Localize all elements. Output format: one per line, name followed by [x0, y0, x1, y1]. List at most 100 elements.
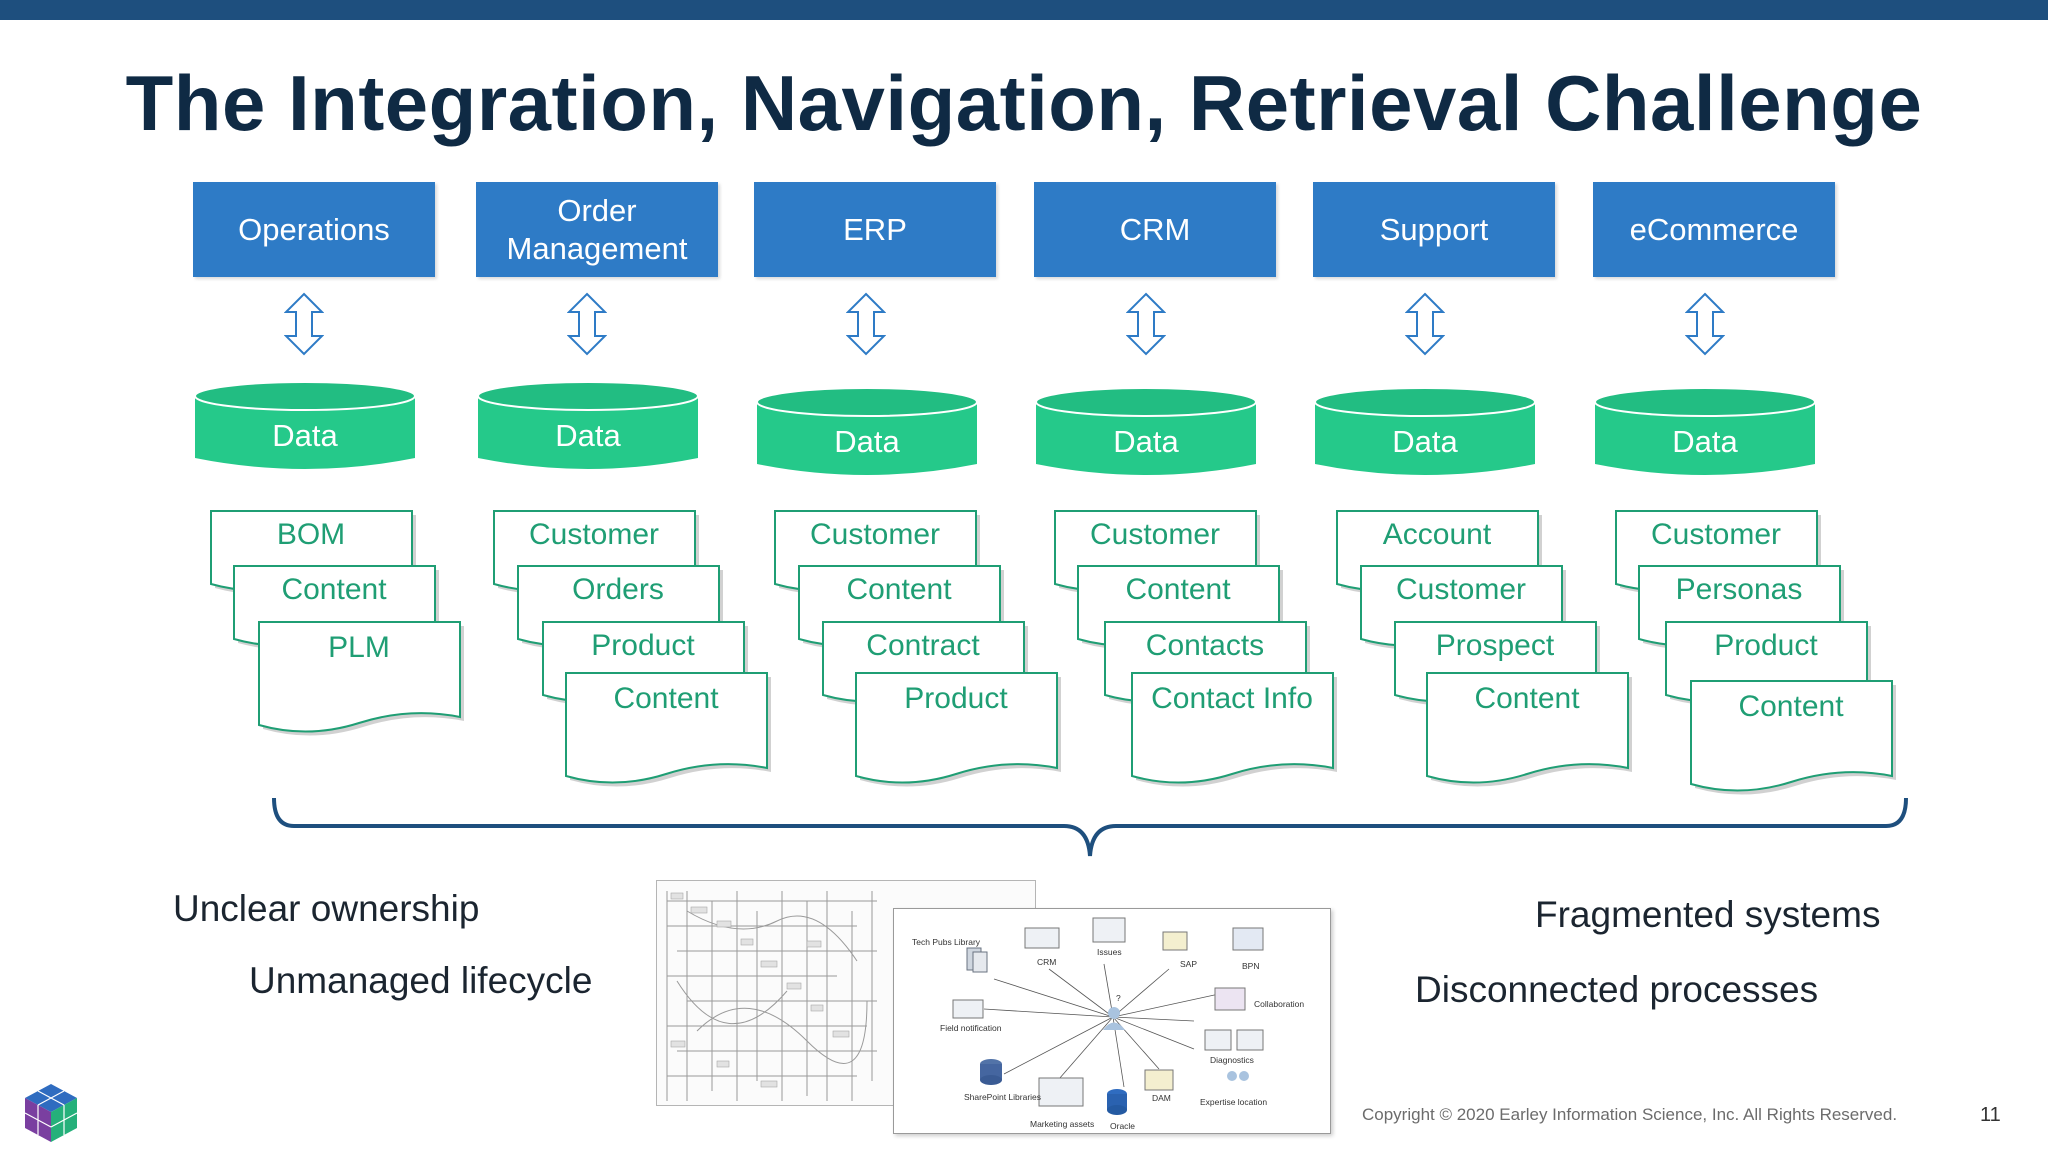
document-label: Product	[1714, 629, 1818, 662]
challenge-fragmented-systems: Fragmented systems	[1535, 894, 1881, 935]
document-label: Orders	[572, 573, 664, 606]
document-page: PLM	[258, 621, 466, 741]
data-cylinder	[1594, 387, 1816, 475]
document-shape	[258, 621, 464, 736]
document-label: Personas	[1675, 573, 1803, 606]
people-icon	[1227, 1071, 1249, 1081]
document-label: Contract	[866, 629, 980, 662]
diagram-connectors	[983, 963, 1220, 1088]
document-shape	[1426, 672, 1632, 787]
double-arrow-icon	[846, 292, 886, 356]
document-label: Customer	[528, 518, 660, 551]
diagram-label-expertise: Expertise location	[1200, 1097, 1268, 1107]
data-cylinder	[756, 387, 978, 475]
document-page: Product	[855, 672, 1063, 792]
company-logo-icon	[24, 1084, 78, 1142]
document-label: Customer	[1395, 573, 1527, 606]
document-label: Contact Info	[1151, 682, 1313, 715]
diagram-label-tech-pubs: Tech Pubs Library	[912, 937, 981, 947]
screen-icon	[1024, 927, 1060, 949]
user-icon	[1103, 1007, 1125, 1030]
double-arrow-icon	[284, 292, 324, 356]
system-box-erp: ERP	[754, 182, 996, 277]
document-label: Content	[613, 682, 719, 715]
screen-icon	[1204, 1029, 1264, 1051]
document-label: Content	[846, 573, 952, 606]
document-label: Content	[281, 573, 387, 606]
document-label: Account	[1382, 518, 1492, 551]
data-label: Data	[1392, 424, 1458, 459]
challenge-unmanaged-lifecycle: Unmanaged lifecycle	[249, 960, 593, 1001]
screen-icon	[1214, 987, 1246, 1011]
database-icon	[980, 1059, 1002, 1085]
data-label: Data	[555, 418, 621, 453]
data-cylinder	[194, 381, 416, 469]
screen-icon	[1144, 1069, 1174, 1091]
system-box-crm: CRM	[1034, 182, 1276, 277]
document-label: Prospect	[1435, 629, 1555, 662]
screen-icon	[1162, 931, 1188, 951]
document-label: Content	[1738, 690, 1844, 723]
data-cylinder	[477, 381, 699, 469]
diagram-label-field-notification: Field notification	[940, 1023, 1002, 1033]
diagram-label-diagnostics: Diagnostics	[1210, 1055, 1254, 1065]
diagram-label-crm: CRM	[1037, 957, 1057, 967]
diagram-label-marketing-assets: Marketing assets	[1030, 1119, 1095, 1129]
diagram-label-question: ?	[1116, 993, 1121, 1003]
double-arrow-icon	[567, 292, 607, 356]
document-label: Product	[591, 629, 695, 662]
curly-brace	[272, 797, 1908, 857]
library-icon	[966, 947, 988, 973]
document-page: Content	[565, 672, 773, 792]
screen-icon	[1232, 927, 1264, 951]
system-box-support: Support	[1313, 182, 1555, 277]
diagram-label-issues: Issues	[1097, 947, 1122, 957]
database-icon	[1107, 1089, 1127, 1115]
diagram-label-dam: DAM	[1152, 1093, 1171, 1103]
data-cylinder	[1035, 387, 1257, 475]
document-page: Content	[1690, 680, 1898, 800]
header-bar	[0, 0, 2048, 20]
diagram-label-sharepoint: SharePoint Libraries	[964, 1092, 1042, 1102]
double-arrow-icon	[1126, 292, 1166, 356]
document-shape	[1131, 672, 1337, 787]
screen-icon	[1092, 917, 1126, 943]
document-shape	[1690, 680, 1896, 795]
document-label: Customer	[1089, 518, 1221, 551]
system-box-operations: Operations	[193, 182, 435, 277]
data-label: Data	[272, 418, 338, 453]
document-page: Content	[1426, 672, 1634, 792]
page-number: 11	[1980, 1104, 2001, 1126]
data-label: Data	[1672, 424, 1738, 459]
document-shape	[565, 672, 771, 787]
document-label: Product	[904, 682, 1008, 715]
document-label: Customer	[809, 518, 941, 551]
document-label: PLM	[328, 631, 390, 664]
diagram-label-bpn: BPN	[1242, 961, 1260, 971]
system-map-graphic	[666, 891, 877, 1101]
system-box-ecommerce: eCommerce	[1593, 182, 1835, 277]
double-arrow-icon	[1685, 292, 1725, 356]
double-arrow-icon	[1405, 292, 1445, 356]
diagram-label-sap: SAP	[1180, 959, 1198, 969]
data-label: Data	[1113, 424, 1179, 459]
document-label: Content	[1125, 573, 1231, 606]
screen-icon	[952, 999, 984, 1019]
system-box-order-management: Order Management	[476, 182, 718, 277]
diagram-label-collaboration: Collaboration	[1254, 999, 1305, 1009]
challenge-unclear-ownership: Unclear ownership	[173, 888, 480, 929]
document-label: Content	[1474, 682, 1580, 715]
data-cylinder	[1314, 387, 1536, 475]
data-label: Data	[834, 424, 900, 459]
document-label: BOM	[276, 518, 346, 551]
copyright-text: Copyright © 2020 Earley Information Scie…	[1362, 1105, 1898, 1124]
document-label: Customer	[1650, 518, 1782, 551]
screen-icon	[1038, 1077, 1084, 1107]
slide-title: The Integration, Navigation, Retrieval C…	[125, 59, 1923, 147]
document-label: Contacts	[1145, 629, 1265, 662]
document-page: Contact Info	[1131, 672, 1339, 792]
diagram-label-oracle: Oracle	[1110, 1121, 1136, 1131]
system-landscape-diagram: Tech Pubs Library CRM Issues SAP BPN Col…	[893, 908, 1331, 1134]
document-shape	[855, 672, 1061, 787]
challenge-disconnected-processes: Disconnected processes	[1415, 969, 1819, 1010]
